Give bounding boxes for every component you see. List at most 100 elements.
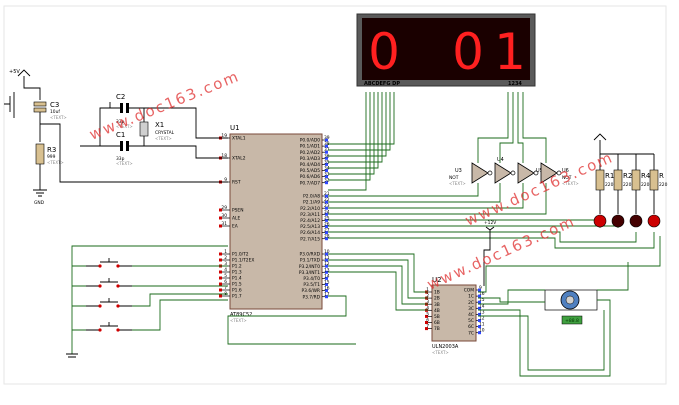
mcu-left-pin-number: 5 [224,273,227,279]
driver-left-pin-name: 2B [434,296,440,302]
mcu-right-pin-name: P3.5/T1 [303,282,320,288]
mcu-body [229,133,323,310]
motor-hub [565,295,575,305]
mcu-right-pin-number: 32 [324,178,330,184]
driver-left-pin-number: 4 [426,305,429,311]
driver-right-pin-number: 12 [479,316,485,322]
r5-ref: R [659,172,664,180]
mcu-left-pin-marker [219,252,222,256]
mcu-right-pin-number: 15 [324,280,330,286]
wire-xtal1 [129,107,228,139]
mcu-right-pin-name: P3.1/TXD [300,258,321,264]
driver-left-pin-name: 7B [434,326,440,332]
wire-gate-u6-in [328,183,547,215]
wire-caps-gnd [80,107,120,147]
mcu-right-pin-name: P2.4/A12 [300,218,320,224]
x1-text: <TEXT> [155,136,172,141]
driver-right-pin-marker [478,294,481,298]
led-4 [647,214,661,228]
x1-value: CRYSTAL [155,130,175,136]
mcu-right-pin-name: P2.2/A10 [300,206,320,212]
c2-text: <TEXT> [116,124,133,129]
wire-p32-3b [328,265,428,305]
motor-readout [561,315,583,325]
r3-ref: R3 [47,146,56,154]
button-2-contact [86,278,132,287]
mcu-right-pin-number: 36 [324,153,330,159]
driver-ref: U2 [432,276,442,284]
driver-left-pin-marker [425,314,428,318]
mcu-left-pin-number: 1 [224,249,227,255]
button-4[interactable] [86,322,132,332]
wire-buttons-common [72,265,86,331]
button-4-contact [86,322,132,331]
c1-plate-left [120,141,123,151]
r2-value: 220 [623,182,632,188]
v12-symbol [483,226,495,286]
driver-left-pin-number: 5 [426,311,429,317]
mcu-left-pin-name: P1.3 [232,270,242,276]
mcu-text: <TEXT> [230,318,247,323]
mcu-left-pin-name: P1.2 [232,264,242,270]
mcu-right-pin-marker [325,231,328,235]
mcu-right-pin-name: P2.5/A13 [300,224,320,230]
wire-digit-3 [517,92,524,163]
driver-body [431,284,477,342]
wire-buttons-p1 [132,265,228,331]
r4-value: 220 [641,182,650,188]
mcu-left-pin-number: 31 [221,221,227,227]
mcu-right-pin-marker [325,169,328,172]
mcu-right-pins: 39P0.0/AD038P0.1/AD137P0.2/AD236P0.3/AD3… [299,135,330,300]
mcu-left-pin-number: 30 [221,213,227,219]
mcu-right-pin-number: 11 [324,255,330,261]
mcu-right-pin-name: P3.7/RD [302,294,320,300]
button-1-contact [86,258,132,267]
r1-ref: R1 [605,172,614,180]
driver-left-pin-number: 3 [426,299,429,305]
gate-u3: U3 NOT <TEXT> [449,162,493,186]
button-3[interactable] [86,298,132,308]
gate-u6-body [540,162,558,184]
r3-body [35,143,45,165]
mcu-left-pin-number: 4 [224,267,227,273]
driver-right-pin-number: 15 [479,297,485,303]
led-bank: R1 220 R2 220 R4 220 R 220 [593,133,668,228]
driver-right-pin-name: 4C [468,312,474,318]
mcu-right-pin-name: P0.2/AD2 [300,150,320,156]
mcu-left-pin-marker [219,282,222,286]
c3-ref: C3 [50,101,59,109]
driver-right-pin-marker [478,325,481,329]
driver-right-pin-number: 11 [479,322,485,328]
wire-seg-b [328,92,391,151]
driver-right-pin-number: 16 [479,291,485,297]
mcu-right-pin-number: 12 [324,261,330,267]
mcu-right-pin-marker [325,289,328,293]
mcu-left-pin-marker [219,276,222,280]
mcu-left-pin-number: 18 [221,153,227,159]
mcu-left-pin-name: P1.6 [232,288,242,294]
c1-text: <TEXT> [116,161,133,166]
driver-left-pin: 66B [425,318,440,326]
mcu-right-pin-marker [325,156,328,160]
vcc-symbol [17,69,31,77]
mcu-right-pin-marker [325,150,328,154]
mcu-right-pin-name: P0.4/AD4 [300,162,320,168]
button-1[interactable] [86,258,132,268]
digit-pin-label: 1234 [508,81,522,87]
resistor-r2: R2 220 [611,154,632,228]
gate-u6-bubble [556,170,562,176]
gate-u5-ref: U5 [536,168,543,174]
button-2[interactable] [86,278,132,288]
mcu-right-pin-name: P3.6/WR [301,288,320,294]
wire-3c-motor [478,299,611,377]
